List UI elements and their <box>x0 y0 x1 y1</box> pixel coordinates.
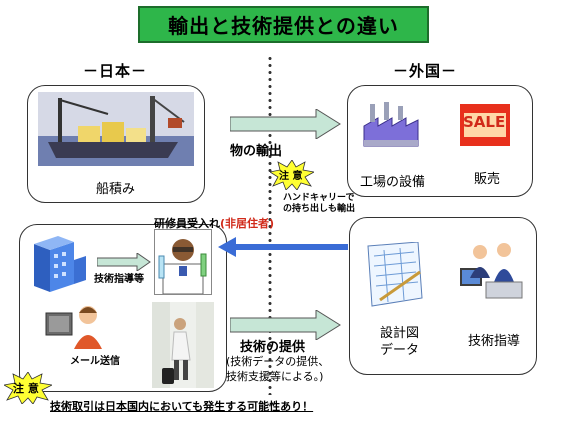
foreign-label: －外国－ <box>393 62 458 80</box>
blueprint-icon <box>362 241 424 308</box>
scientist-icon <box>154 229 212 295</box>
tech-guidance-label: 技術指導 <box>468 334 521 349</box>
traveler-photo <box>152 302 214 388</box>
tech-guidance-etc-label: 技術指導等 <box>94 274 144 285</box>
shipping-label: 船積み <box>96 182 136 197</box>
sales-label: 販売 <box>474 172 501 187</box>
goods-export-label: 物の輸出 <box>230 144 283 159</box>
tech-provision-label: 技術の提供 <box>240 340 306 355</box>
caution-text-1: 注 意 <box>279 171 303 182</box>
caution-text-2: 注 意 <box>13 382 39 395</box>
handcarry-line1: ハンドキャリーで <box>283 193 355 203</box>
factory-equipment-label: 工場の設備 <box>360 175 426 190</box>
office-building-icon <box>30 236 88 294</box>
design-data-line1: 設計図 <box>380 326 420 341</box>
tech-provision-arrow <box>229 309 342 341</box>
handcarry-line2: の持ち出しも輸出 <box>283 204 356 214</box>
title-banner: 輸出と技術提供との違い <box>138 6 429 43</box>
border-divider <box>268 55 272 395</box>
tech-provision-note1: (技術データの提供、 <box>226 355 330 368</box>
caution-burst-bottom <box>2 371 54 405</box>
japan-label: －日本－ <box>83 62 148 80</box>
factory-icon <box>362 100 420 148</box>
ship-cargo-illustration <box>38 92 194 166</box>
engineer-guidance-icon <box>458 238 524 304</box>
sale-sign-icon <box>460 104 510 146</box>
email-user-icon <box>44 303 106 349</box>
tech-provision-note2: 技術支援等による。) <box>226 370 324 383</box>
tech-guidance-arrow <box>96 252 151 272</box>
trainee-inbound-arrow <box>218 236 348 258</box>
trainee-label: 研修員受入れ(非居住者) <box>154 215 274 231</box>
bottom-note: 技術取引は日本国内においても発生する可能性あり！ <box>50 400 314 413</box>
trainee-suffix: (非居住者) <box>220 217 275 230</box>
trainee-prefix: 研修員受入れ <box>154 217 220 230</box>
email-label: メール送信 <box>70 356 120 367</box>
export-arrow <box>229 108 342 140</box>
design-data-line2: データ <box>380 343 420 358</box>
caution-burst <box>268 159 316 191</box>
sale-sign-text: SALE <box>463 113 506 131</box>
page-title: 輸出と技術提供との違い <box>168 14 399 38</box>
